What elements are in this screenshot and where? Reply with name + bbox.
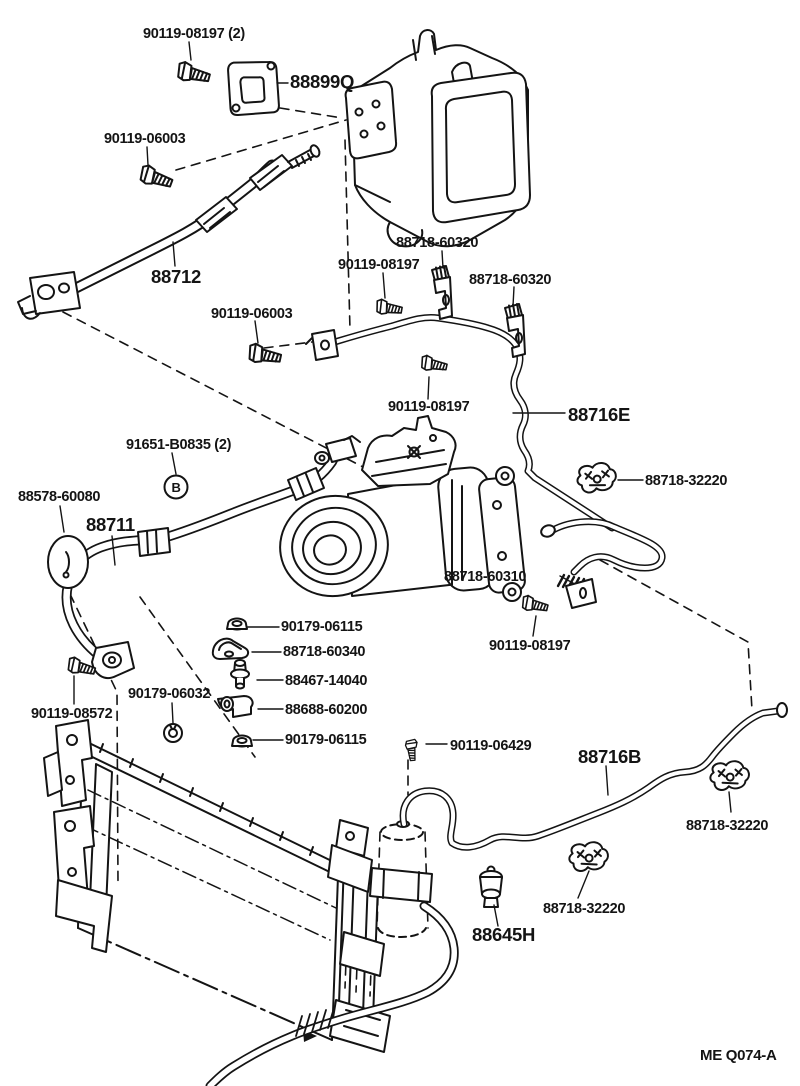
callout-b-letter: B [171, 480, 180, 495]
pipe-clamp-88718-60320-icon [504, 303, 526, 358]
saddle-clamp-88718-60340-icon [211, 637, 250, 660]
part-label-88718-60340: 88718-60340 [283, 644, 365, 660]
compressor [279, 415, 526, 602]
part-labels: 90119-08197 (2) 88899Q 90119-06003 88712… [18, 26, 777, 1064]
bolt-90119-08197-icon [174, 59, 213, 88]
pipe-clamp-88718-32220-icon [567, 839, 611, 873]
part-label-90119-08572: 90119-08572 [31, 706, 113, 722]
gasket-88899Q [227, 61, 280, 117]
hardware: B [47, 59, 752, 873]
drawing-code: ME Q074-A [700, 1047, 777, 1064]
part-label-90179-06115: 90179-06115 [285, 732, 367, 748]
callout-b-icon: B [163, 474, 189, 500]
nut-90179-06115-icon [231, 734, 253, 748]
part-label-90179-06115: 90179-06115 [281, 619, 363, 635]
bolt-90119-08197-icon [519, 593, 550, 616]
part-label-88711: 88711 [86, 514, 135, 535]
bolt-90119-06429-icon [404, 738, 420, 762]
bracket-88688-60200-icon [217, 695, 254, 718]
evaporator-unit [344, 29, 531, 248]
part-label-88712: 88712 [151, 266, 201, 287]
pipe-clamp-88718-60320-icon [431, 265, 453, 320]
part-label-90179-06032: 90179-06032 [128, 686, 210, 702]
suction-hose-88712 [17, 144, 321, 320]
bolt-90119-08197-icon [419, 353, 449, 375]
grommet-88578-60080-icon [47, 535, 89, 589]
part-label-90119-08197-2: 90119-08197 (2) [143, 26, 245, 42]
spring-clamp-88718-60310-icon [556, 573, 597, 609]
part-label-88716E: 88716E [568, 404, 630, 425]
part-label-90119-08197: 90119-08197 [338, 257, 420, 273]
receiver-drier [369, 820, 433, 938]
leader-lines [59, 41, 732, 927]
part-label-88899Q: 88899Q [290, 71, 354, 92]
part-label-90119-06429: 90119-06429 [450, 738, 532, 754]
liquid-pipe-88716E [305, 314, 666, 576]
part-label-90119-06003: 90119-06003 [211, 306, 293, 322]
condenser [43, 719, 391, 1053]
part-label-90119-06003: 90119-06003 [104, 131, 186, 147]
nut-90179-06115-icon [226, 617, 248, 631]
part-label-90119-08197: 90119-08197 [489, 638, 571, 654]
pipe-clamp-88718-32220-icon [708, 758, 752, 792]
part-label-88718-60310: 88718-60310 [444, 569, 526, 585]
pressure-switch [479, 865, 503, 908]
grommet-90179-06032-icon [163, 723, 183, 743]
part-label-88718-32220: 88718-32220 [543, 901, 625, 917]
part-label-90119-08197: 90119-08197 [388, 399, 470, 415]
liquid-pipe-88716B [399, 702, 788, 851]
part-label-88718-32220: 88718-32220 [686, 818, 768, 834]
suction-hose-lower [205, 901, 459, 1086]
discharge-hose-88711 [61, 435, 361, 680]
part-label-88578-60080: 88578-60080 [18, 489, 100, 505]
pipe-clamp-88718-32220-icon [574, 460, 619, 495]
part-label-88718-60320: 88718-60320 [396, 235, 478, 251]
bolt-90119-06003-icon [246, 341, 284, 369]
bolt-90119-06003-icon [137, 162, 176, 193]
part-label-88645H: 88645H [472, 924, 535, 945]
part-label-88716B: 88716B [578, 746, 641, 767]
bolt-90119-08197-icon [374, 297, 404, 319]
service-valve-88467-14040-icon [230, 659, 250, 690]
part-label-88718-60320: 88718-60320 [469, 272, 551, 288]
part-label-88688-60200: 88688-60200 [285, 702, 367, 718]
part-label-88467-14040: 88467-14040 [285, 673, 367, 689]
part-label-91651-B0835-2: 91651-B0835 (2) [126, 437, 232, 453]
part-label-88718-32220: 88718-32220 [645, 473, 727, 489]
